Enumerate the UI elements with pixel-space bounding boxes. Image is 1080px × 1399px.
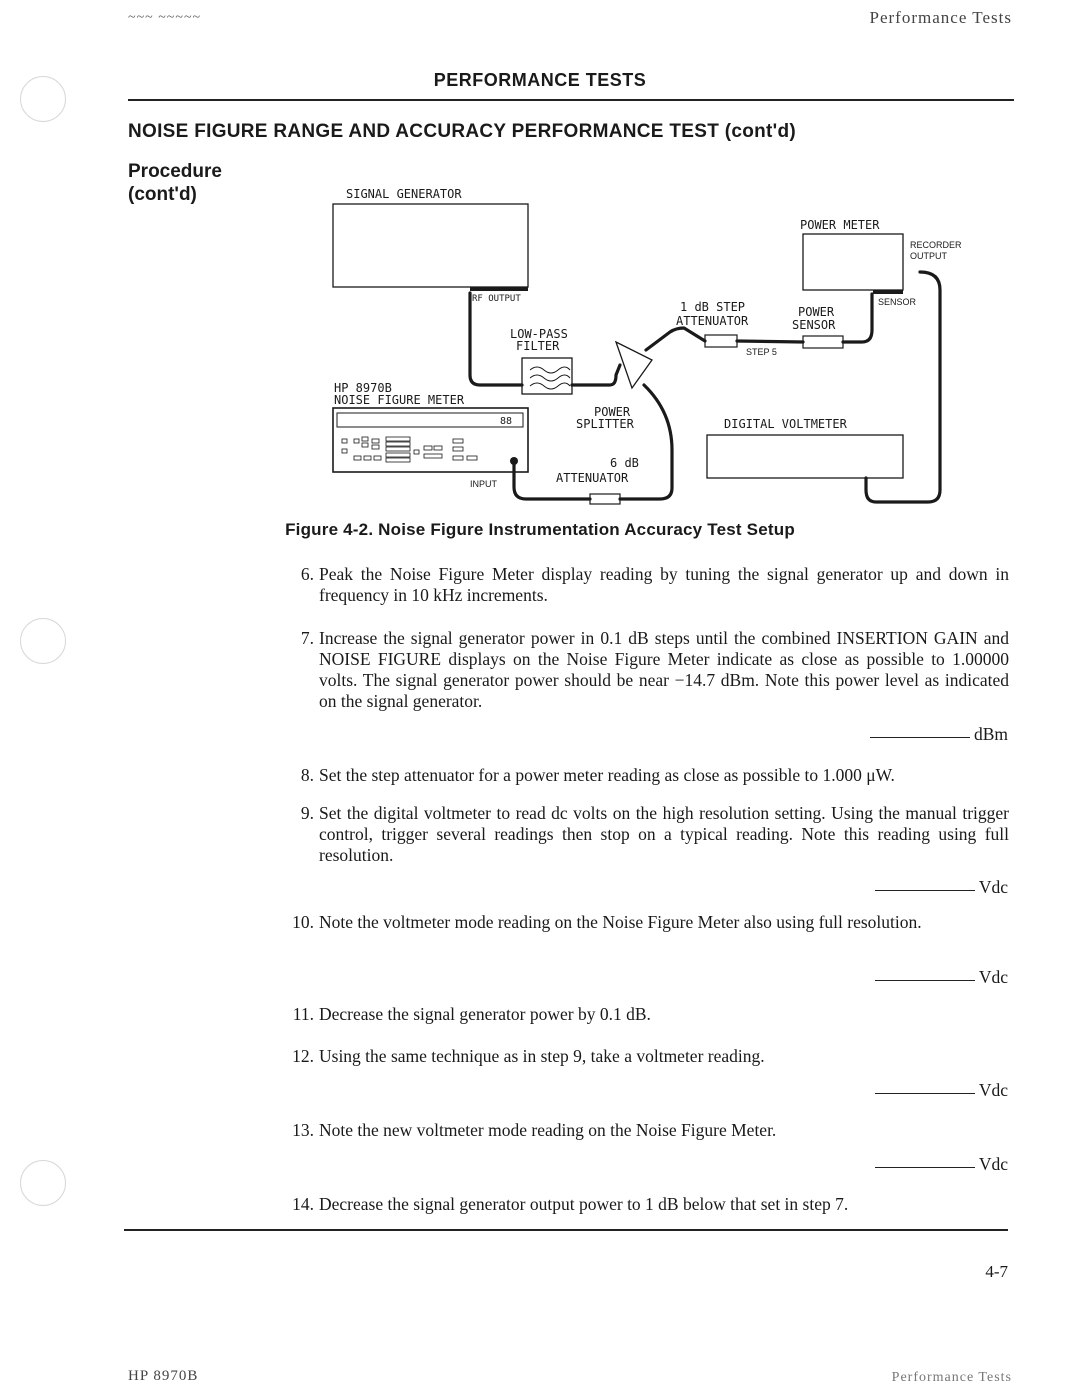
low-pass-filter-box <box>521 357 573 395</box>
procedure-heading: Procedure (cont'd) <box>128 160 222 206</box>
digital-voltmeter-box <box>706 434 904 479</box>
filter-wave-icon <box>529 366 571 390</box>
signal-generator-label: SIGNAL GENERATOR <box>346 187 462 201</box>
page-title: PERFORMANCE TESTS <box>433 70 647 90</box>
digital-voltmeter-label: DIGITAL VOLTMETER <box>724 417 848 431</box>
footer-left: HP 8970B <box>128 1368 199 1384</box>
answer-blank-vdc-1[interactable]: Vdc <box>874 877 1008 898</box>
step-5-label: STEP 5 <box>746 347 777 357</box>
running-header-left: ~~~ ~~~~~ <box>128 10 202 25</box>
att6-box <box>589 493 621 505</box>
top-rule <box>128 99 1014 101</box>
test-setup-diagram: SIGNAL GENERATOR RF OUTPUT POWER METER R… <box>332 187 962 505</box>
att6-label-1: 6 dB <box>610 456 639 470</box>
nfm-label-1: HP 8970B <box>334 381 392 395</box>
power-meter-base <box>873 290 903 294</box>
noise-figure-meter-box <box>332 407 529 473</box>
power-sensor-label-2: SENSOR <box>792 318 836 332</box>
nfm-display-window <box>336 412 524 428</box>
bottom-rule <box>124 1229 1008 1231</box>
rf-output-label: RF OUTPUT <box>472 294 521 304</box>
procedure-line-2: (cont'd) <box>128 184 197 205</box>
running-header-right: Performance Tests <box>869 8 1012 27</box>
nfm-label-2: NOISE FIGURE METER <box>334 393 465 407</box>
input-label: INPUT <box>470 479 498 489</box>
signal-generator-base <box>470 287 528 291</box>
output-label: OUTPUT <box>910 251 948 261</box>
section-title: NOISE FIGURE RANGE AND ACCURACY PERFORMA… <box>128 121 796 142</box>
step-attenuator-box <box>704 334 738 348</box>
step-attenuator-label-2: ATTENUATOR <box>676 314 749 328</box>
footer-right: Performance Tests <box>891 1370 1012 1385</box>
answer-blank-vdc-4[interactable]: Vdc <box>874 1154 1008 1175</box>
binder-hole-icon <box>20 618 66 664</box>
power-splitter-label-1: POWER <box>594 405 631 419</box>
recorder-label: RECORDER <box>910 240 962 250</box>
nfm-keypad-icon <box>341 436 478 463</box>
answer-blank-vdc-2[interactable]: Vdc <box>874 967 1008 988</box>
page-number: 4-7 <box>985 1262 1008 1281</box>
step-attenuator-label-1: 1 dB STEP <box>680 300 745 314</box>
power-splitter-shape <box>614 340 653 390</box>
figure-caption: Figure 4-2. Noise Figure Instrumentation… <box>285 520 795 539</box>
power-sensor-box <box>802 335 844 349</box>
att6-label-2: ATTENUATOR <box>556 471 629 485</box>
answer-blank-dbm[interactable]: dBm <box>869 724 1008 745</box>
binder-hole-icon <box>20 76 66 122</box>
signal-generator-box <box>332 203 529 288</box>
procedure-line-1: Procedure <box>128 161 222 182</box>
nfm-display-value: 88 <box>500 416 512 427</box>
low-pass-label-2: FILTER <box>516 339 560 353</box>
power-sensor-label-1: POWER <box>798 305 835 319</box>
power-meter-box <box>802 233 904 291</box>
cable-paths <box>468 270 942 504</box>
nfm-input-connector <box>510 457 518 465</box>
sensor-label: SENSOR <box>878 297 917 307</box>
binder-hole-icon <box>20 1160 66 1206</box>
low-pass-label-1: LOW-PASS <box>510 327 568 341</box>
power-meter-label: POWER METER <box>800 218 880 232</box>
answer-blank-vdc-3[interactable]: Vdc <box>874 1080 1008 1101</box>
power-splitter-label-2: SPLITTER <box>576 417 635 431</box>
